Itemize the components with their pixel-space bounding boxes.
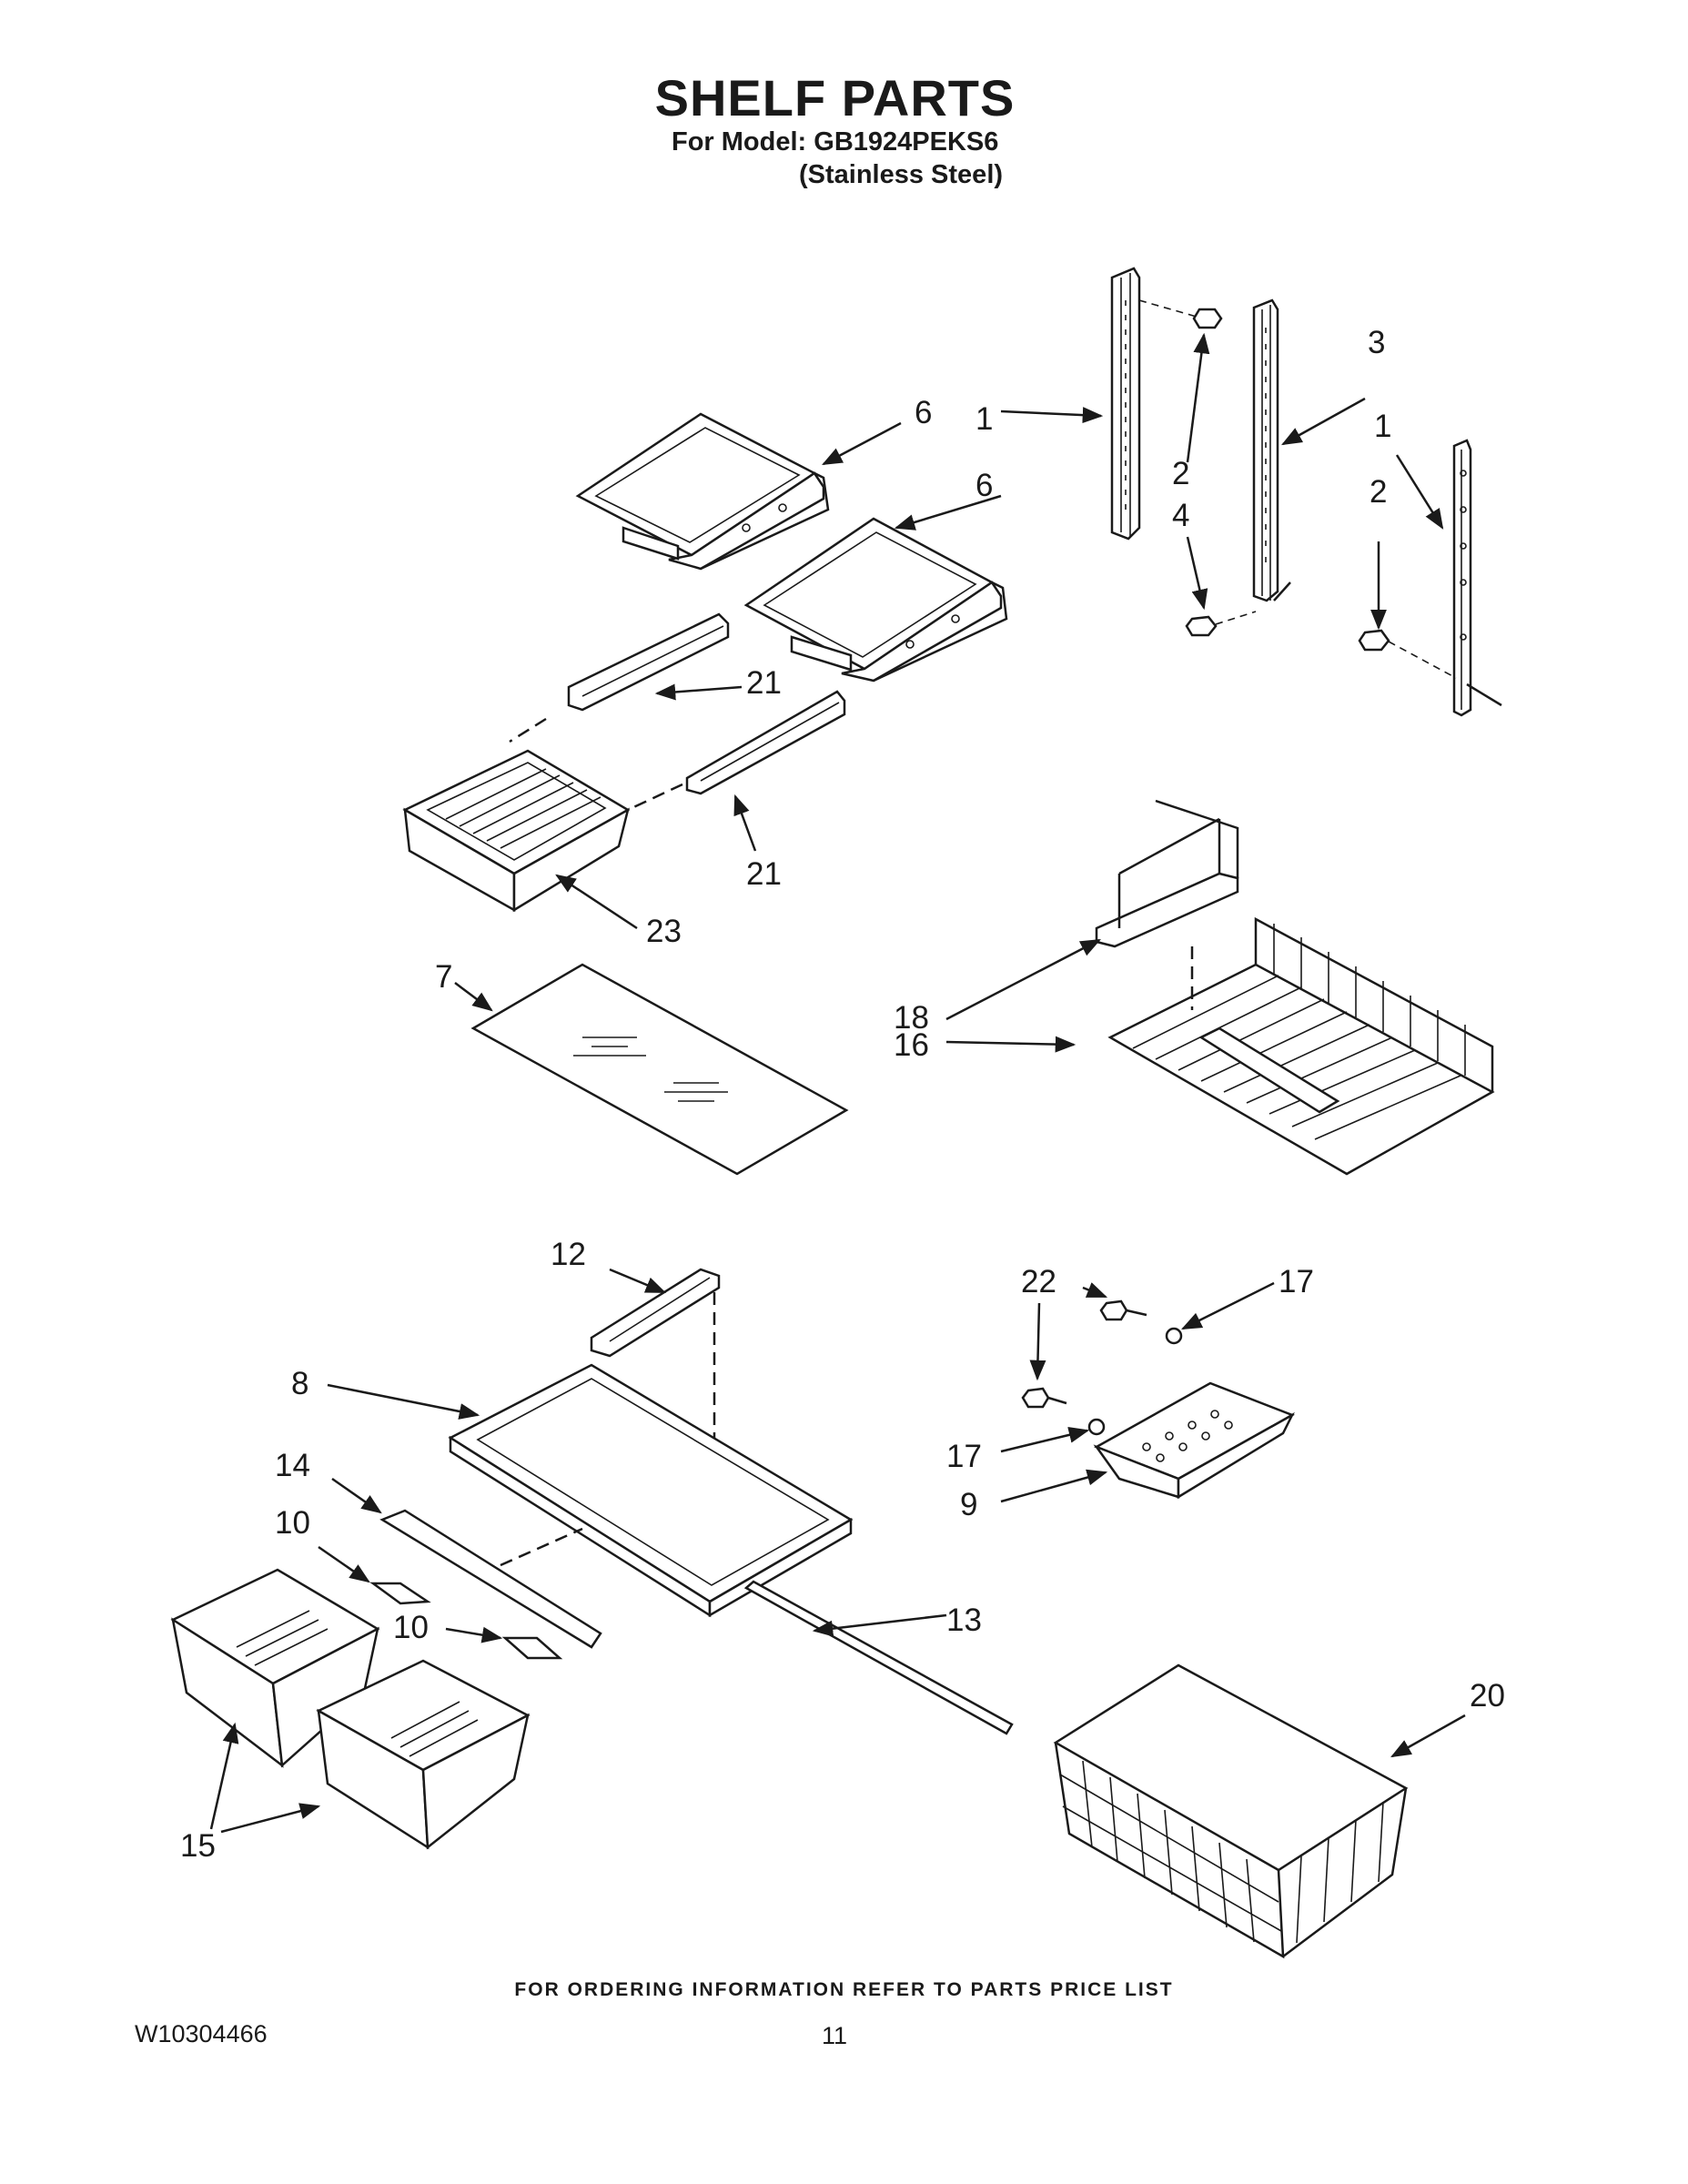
shelf-rod — [743, 1580, 1014, 1735]
callout-7: 7 — [435, 959, 452, 995]
callout-1-left: 1 — [975, 401, 993, 437]
glass-shelf — [470, 963, 849, 1176]
trim-clip-upper — [369, 1582, 431, 1605]
cantilever-shelf-upper — [575, 412, 830, 571]
shelf-rail-center — [1252, 298, 1291, 602]
page-number: 11 — [822, 2022, 848, 2049]
callout-20: 20 — [1470, 1678, 1505, 1714]
wire-shelf-handle — [1095, 799, 1239, 1010]
callout-15: 15 — [180, 1828, 216, 1864]
callout-21-upper: 21 — [746, 665, 782, 701]
shelf-rail-right — [1452, 439, 1502, 717]
callout-4: 4 — [1172, 498, 1189, 533]
document-number: W10304466 — [135, 2020, 268, 2048]
callout-13: 13 — [946, 1603, 982, 1638]
callout-18: 18 — [894, 1000, 929, 1036]
drawer-slide-upper — [509, 612, 730, 743]
callout-6-upper: 6 — [915, 395, 932, 430]
cantilever-shelf-lower — [743, 517, 1008, 682]
deli-drawer — [402, 749, 631, 913]
callout-23: 23 — [646, 914, 682, 949]
callout-10-lower: 10 — [393, 1610, 429, 1645]
storage-bin-left — [170, 1568, 380, 1768]
callout-9: 9 — [960, 1487, 977, 1522]
storage-bin-right — [316, 1659, 531, 1850]
leader-arrows — [209, 332, 1466, 1834]
callout-14: 14 — [275, 1448, 310, 1483]
callout-22: 22 — [1021, 1264, 1056, 1299]
screw-2-right — [1358, 629, 1457, 679]
callout-1-right: 1 — [1374, 409, 1391, 444]
callout-10-upper: 10 — [275, 1505, 310, 1541]
wire-shelf — [1107, 916, 1495, 1176]
callout-21-lower: 21 — [746, 856, 782, 892]
trim-clip-lower — [501, 1636, 563, 1660]
model-line: For Model: GB1924PEKS6 — [672, 127, 999, 157]
page-title: SHELF PARTS — [654, 69, 1016, 126]
callout-3: 3 — [1368, 325, 1385, 360]
callout-6-lower: 6 — [975, 468, 993, 503]
tray-screw-lower — [1021, 1387, 1106, 1436]
screw-2-upper — [1138, 299, 1223, 329]
callout-12: 12 — [551, 1237, 586, 1272]
wire-basket — [1053, 1663, 1409, 1959]
callout-8: 8 — [291, 1366, 308, 1401]
ordering-note: FOR ORDERING INFORMATION REFER TO PARTS … — [514, 1979, 1174, 2000]
callout-17-upper: 17 — [1279, 1264, 1314, 1299]
callout-2-right: 2 — [1370, 474, 1387, 510]
ice-tray — [1093, 1381, 1295, 1500]
shelf-rail-left — [1110, 267, 1141, 541]
callout-16: 16 — [894, 1027, 929, 1063]
finish-line: (Stainless Steel) — [799, 160, 1004, 189]
tray-screw-upper — [1099, 1299, 1183, 1345]
shelf-trim — [379, 1509, 602, 1649]
screw-4-lower — [1185, 611, 1257, 637]
drawer-slide-lower — [627, 690, 846, 812]
freezer-shelf-frame — [448, 1363, 854, 1618]
callout-17-lower: 17 — [946, 1439, 982, 1474]
shelf-bracket — [590, 1268, 721, 1447]
callout-2-upper: 2 — [1172, 456, 1189, 491]
